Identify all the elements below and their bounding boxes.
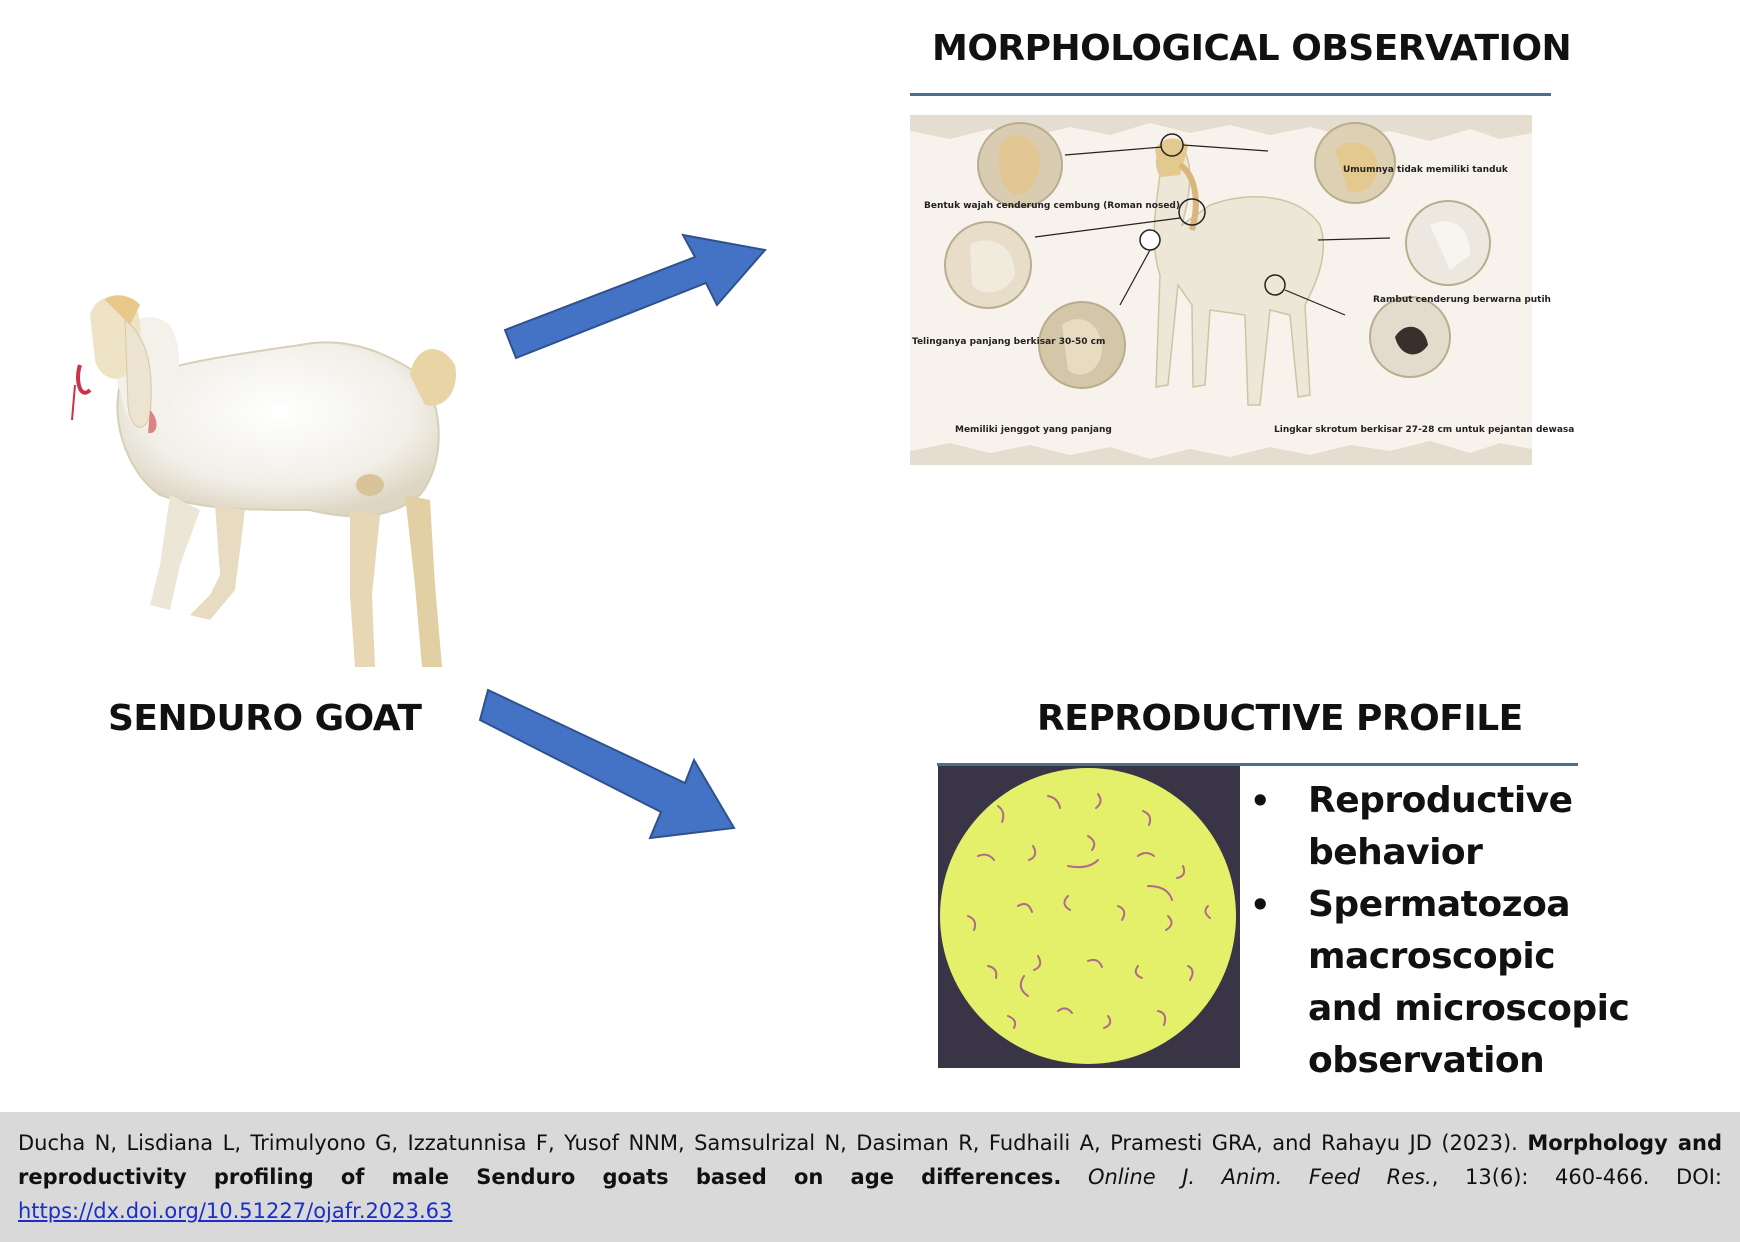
bullet-reproductive-behavior: Reproductive behavior [1250,775,1630,879]
spermatozoa-micrograph [938,766,1240,1068]
morphology-diagram: Bentuk wajah cenderung cembung (Roman no… [910,115,1574,465]
morphology-title-rule [910,93,1551,96]
citation-title: Morphology and reproductivity profiling … [18,1131,1723,1189]
senduro-goat-label: SENDURO GOAT [108,698,422,739]
citation-authors: Ducha N, Lisdiana L, Trimulyono G, Izzat… [18,1131,1518,1155]
citation-details: , 13(6): 460-466. DOI: [1431,1165,1722,1189]
caption-hair: Rambut cenderung berwarna putih [1373,295,1551,305]
arrow-to-reproductive-icon [478,688,736,840]
caption-beard: Memiliki jenggot yang panjang [955,425,1112,435]
senduro-goat-illustration [71,295,456,667]
citation-doi-link[interactable]: https://dx.doi.org/10.51227/ojafr.2023.6… [18,1199,453,1223]
reproductive-bullets: Reproductive behavior Spermatozoa macros… [1250,775,1630,1087]
caption-face: Bentuk wajah cenderung cembung (Roman no… [924,201,1180,211]
caption-scrotum: Lingkar skrotum berkisar 27-28 cm untuk … [1274,425,1575,435]
bullet-spermatozoa-observation: Spermatozoa macroscopic and microscopic … [1250,879,1630,1087]
reproductive-title-rule [937,763,1578,766]
citation-journal: Online J. Anim. Feed Res. [1087,1165,1432,1189]
caption-horn: Umumnya tidak memiliki tanduk [1343,165,1508,175]
caption-ear: Telinganya panjang berkisar 30-50 cm [912,337,1106,347]
torn-paper-edge [910,115,1532,465]
morphological-observation-title: MORPHOLOGICAL OBSERVATION [932,28,1572,69]
citation-bar: Ducha N, Lisdiana L, Trimulyono G, Izzat… [0,1112,1740,1242]
reproductive-profile-title: REPRODUCTIVE PROFILE [1037,698,1523,739]
arrow-to-morphology-icon [503,233,767,360]
